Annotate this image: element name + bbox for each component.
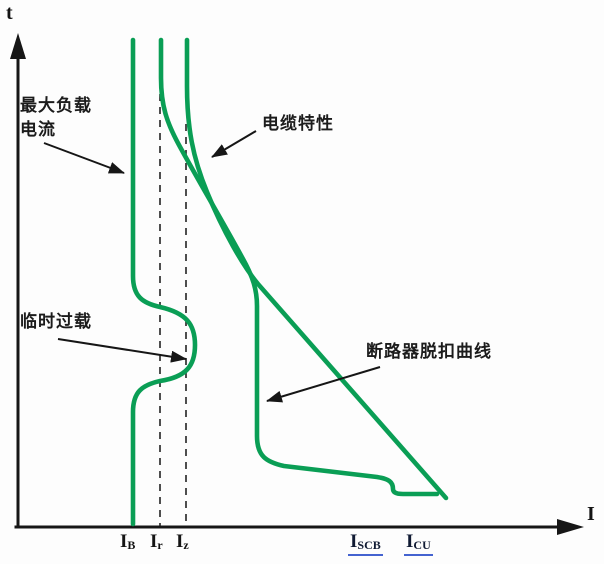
leader-breaker-arrow — [266, 366, 381, 403]
tick-main: I — [150, 531, 158, 552]
leader-max-load-arrow — [43, 142, 125, 174]
annotation-temporary-overload: 临时过载 — [20, 312, 92, 331]
x-tick-iz: Iz — [176, 531, 189, 553]
x-tick-iscb: ISCB — [348, 531, 383, 556]
annotation-max-load-current: 最大负载 电流 — [20, 94, 92, 142]
x-axis-label: I — [587, 503, 595, 525]
x-tick-ib: IB — [120, 531, 135, 553]
tick-main: I — [120, 531, 128, 552]
tick-sub: z — [183, 538, 189, 552]
annotation-cable-characteristic: 电缆特性 — [262, 114, 334, 133]
curve-cable-characteristic — [184, 37, 449, 501]
leader-overload-arrow — [57, 338, 187, 363]
curve-breaker-trip — [158, 37, 440, 497]
annotation-max-load-line2: 电流 — [20, 120, 56, 139]
tick-sub: r — [157, 538, 163, 552]
x-tick-ir: Ir — [150, 531, 163, 553]
x-tick-icu: ICU — [404, 531, 433, 556]
annotation-max-load-line1: 最大负载 — [20, 96, 92, 115]
tick-sub: CU — [413, 538, 431, 552]
tick-sub: SCB — [357, 538, 381, 552]
y-axis-arrow-icon — [10, 33, 26, 59]
annotation-breaker-trip-curve: 断路器脱扣曲线 — [366, 342, 492, 361]
tick-main: I — [406, 531, 414, 552]
tick-main: I — [350, 531, 358, 552]
tick-main: I — [176, 531, 184, 552]
tick-sub: B — [127, 538, 136, 552]
curve-max-load-current — [130, 37, 198, 527]
x-axis-arrow-icon — [557, 519, 584, 535]
y-axis-label: t — [6, 2, 13, 24]
leader-cable-arrow — [211, 130, 257, 158]
